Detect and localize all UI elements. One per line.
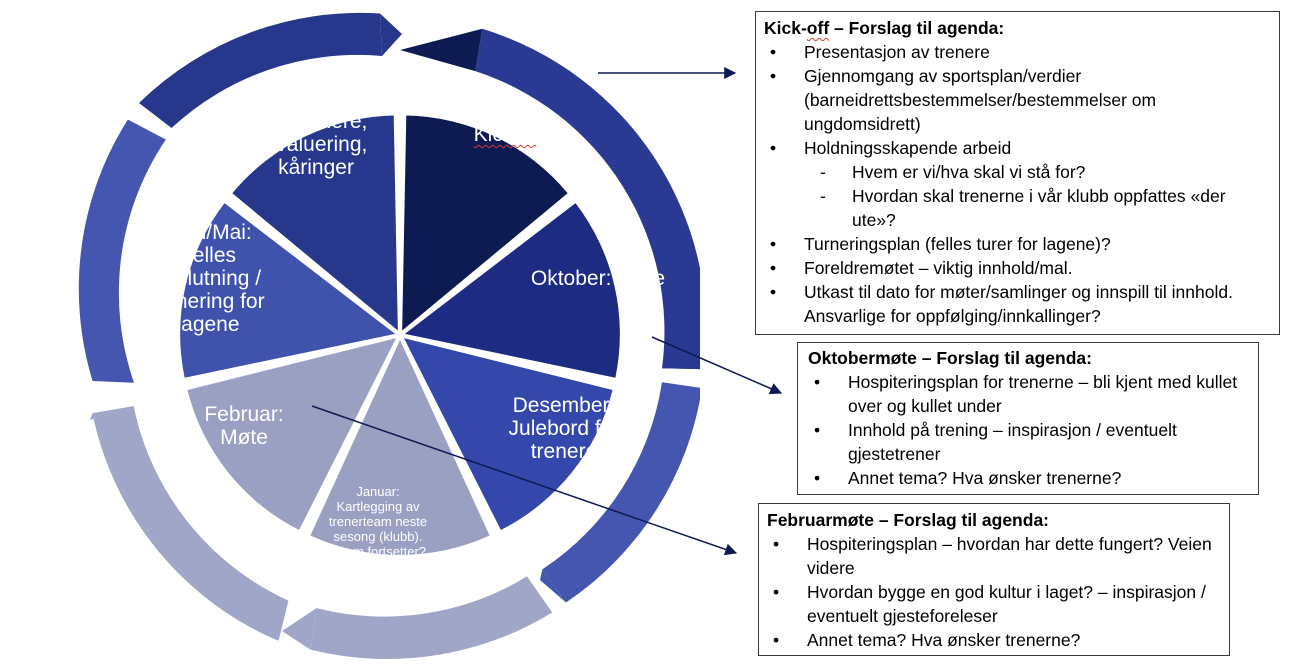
pie-segment-juni: [232, 115, 398, 331]
list-item: Hospiteringsplan – hvordan har dette fun…: [767, 532, 1221, 580]
ring-arc-top-right: [475, 28, 700, 370]
segment-label-line: Oktober: Møte: [530, 267, 666, 290]
segment-label-line: lagene: [176, 313, 240, 337]
ring-arc-bottom: [310, 576, 553, 660]
segment-label-line: Januar:: [356, 484, 400, 499]
pie-segment-april: [180, 203, 396, 378]
kickoff-agenda-title: Kick-off – Forslag til agenda:: [764, 16, 1271, 40]
segment-label-line: avslutning /: [154, 267, 262, 291]
segment-desember-label: Desember: Julebord for trenere: [486, 394, 642, 463]
list-subitem: Hvem er vi/hva skal vi stå for?: [764, 160, 1271, 184]
list-item: Holdningsskapende arbeid: [764, 136, 1271, 160]
arrowhead-juni: [380, 13, 402, 56]
list-item: Gjennomgang av sportsplan/verdier (barne…: [764, 64, 1271, 136]
segment-juni-label: Juni: Sommerfest for trenere, evaluering…: [237, 64, 395, 179]
ring-arc-lower-left: [92, 406, 289, 641]
oktober-agenda-list: Hospiteringsplan for trenerne – bli kjen…: [808, 370, 1248, 490]
list-item: Annet tema? Hva ønsker trenerne?: [767, 628, 1221, 652]
list-subitem: Hvordan skal trenerne i vår klubb oppfat…: [764, 184, 1271, 232]
arrowhead-april: [127, 119, 166, 140]
segment-august-label: August: Kickoff: [425, 100, 585, 146]
segment-label-line: Felles: [179, 244, 237, 268]
segment-label-line: Julebord for: [508, 417, 620, 441]
segment-label-line: Juni:: [293, 64, 339, 87]
segment-januar-label: Januar: Kartlegging av trenerteam neste …: [318, 484, 438, 590]
list-item: Annet tema? Hva ønsker trenerne?: [808, 466, 1248, 490]
segment-label-line: Hvilke lag trenger: [327, 558, 429, 574]
list-item: Utkast til dato for møter/samlinger og i…: [764, 280, 1271, 328]
arrowhead-desember: [540, 569, 566, 603]
title-part: off: [806, 18, 830, 38]
segment-label-line: trenere: [530, 440, 598, 464]
segment-label-line: ny trener?: [348, 573, 408, 589]
list-item: Presentasjon av trenere: [764, 40, 1271, 64]
list-item: Hospiteringsplan for trenerne – bli kjen…: [808, 370, 1248, 418]
segment-label-line: evaluering,: [264, 133, 368, 157]
segment-label-line: Kartlegging av: [336, 498, 420, 514]
segment-label-line: Desember:: [512, 394, 616, 417]
segment-label-line: Hvem fortsetter?: [329, 543, 427, 559]
list-item: Turneringsplan (felles turer for lagene)…: [764, 232, 1271, 256]
segment-april-label: April/Mai: Felles avslutning / turnering…: [130, 221, 286, 336]
segment-label-line: Kickoff: [473, 123, 537, 147]
kickoff-agenda-list: Presentasjon av trenere Gjennomgang av s…: [764, 40, 1271, 328]
segment-label-line: turnering for: [151, 290, 265, 314]
arrowhead-januar: [282, 608, 317, 650]
ring-arc-top-left: [139, 12, 382, 128]
list-item: Foreldremøtet – viktig innhold/mal.: [764, 256, 1271, 280]
segment-label-line: Møte: [220, 426, 268, 450]
segment-label-line: trenerteam neste: [328, 513, 428, 529]
pie-segment-oktober: [404, 203, 620, 378]
pie-segment-februar: [187, 338, 397, 530]
ring-arc-upper-left: [78, 119, 166, 383]
segment-label-line: sesong (klubb).: [333, 528, 423, 544]
segment-label-line: for trenere,: [264, 110, 368, 134]
kickoff-agenda-box: Kick-off – Forslag til agenda: Presentas…: [755, 11, 1280, 335]
februar-agenda-title: Februarmøte – Forslag til agenda:: [767, 510, 1049, 530]
oktober-agenda-title: Oktobermøte – Forslag til agenda:: [808, 348, 1092, 368]
segment-label-line: kåringer: [278, 156, 354, 180]
segment-label-line: August:: [469, 100, 541, 123]
title-part: Kick-: [764, 18, 807, 38]
arrowhead-august: [400, 28, 483, 72]
segment-oktober-label: Oktober: Møte: [500, 267, 696, 290]
pie-segment-august: [402, 115, 568, 331]
segment-label-line: Februar:: [204, 403, 284, 426]
segment-label-line: Sommerfest: [259, 87, 373, 111]
februar-agenda-box: Februarmøte – Forslag til agenda: Hospit…: [758, 503, 1230, 656]
februar-agenda-list: Hospiteringsplan – hvordan har dette fun…: [767, 532, 1221, 652]
arrowhead-februar: [90, 406, 134, 420]
segment-label-line: April/Mai:: [164, 221, 252, 244]
segment-februar-label: Februar: Møte: [170, 403, 318, 449]
title-part: – Forslag til agenda:: [829, 18, 1005, 38]
list-item: Innhold på trening – inspirasjon / event…: [808, 418, 1248, 466]
list-item: Hvordan bygge en god kultur i laget? – i…: [767, 580, 1221, 628]
oktober-agenda-box: Oktobermøte – Forslag til agenda: Hospit…: [797, 342, 1259, 495]
